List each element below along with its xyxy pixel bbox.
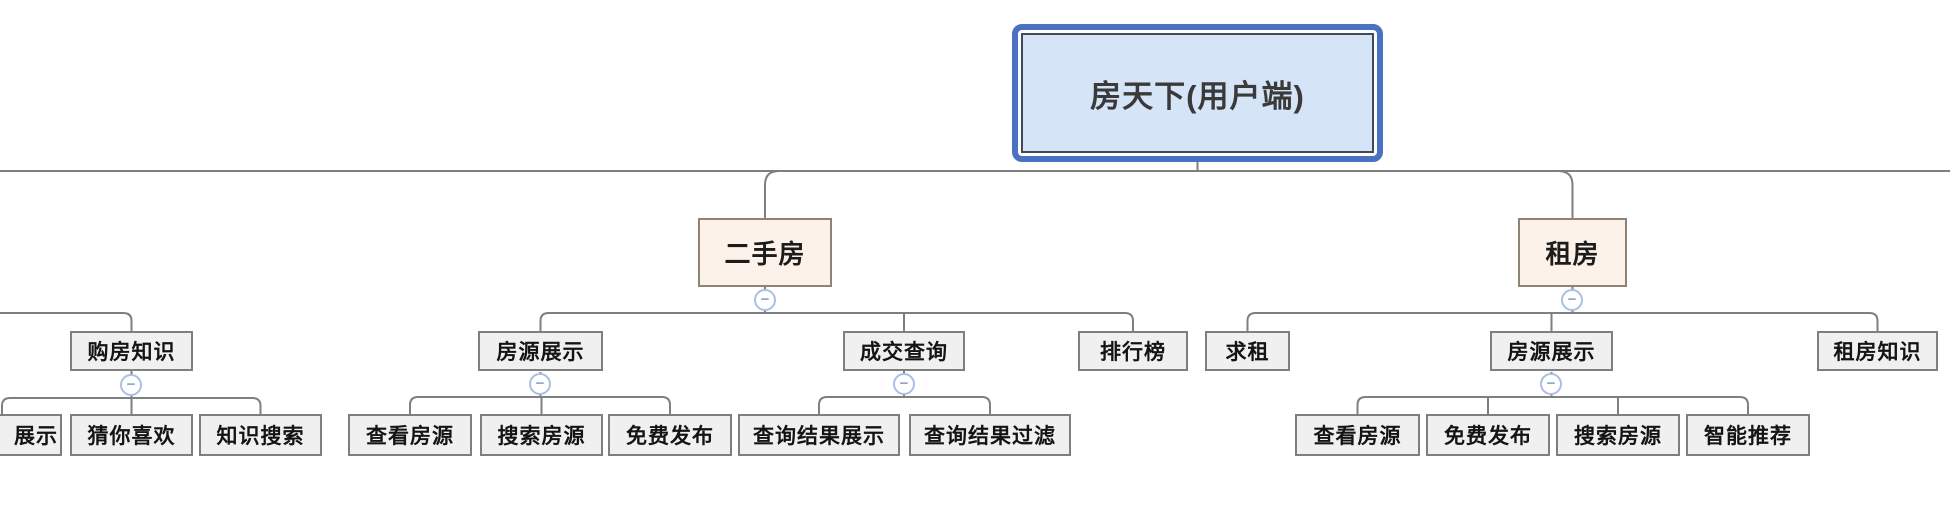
node-display-cut[interactable]: 展示 xyxy=(0,414,62,456)
node-sh-listing-display[interactable]: 房源展示 xyxy=(478,331,603,371)
node-root[interactable]: 房天下(用户端) xyxy=(1012,24,1383,162)
node-rent-view-listing[interactable]: 查看房源 xyxy=(1295,414,1420,456)
node-second-hand[interactable]: 二手房 xyxy=(698,218,832,287)
node-guess-you-like[interactable]: 猜你喜欢 xyxy=(70,414,193,456)
minus-icon: − xyxy=(760,290,770,308)
minus-icon: − xyxy=(899,374,909,392)
connector-buy-knowledge-bracket xyxy=(1,397,262,414)
node-rent-knowledge[interactable]: 租房知识 xyxy=(1817,331,1938,371)
node-sh-free-publish[interactable]: 免费发布 xyxy=(608,414,732,456)
node-deal-query[interactable]: 成交查询 xyxy=(843,331,965,371)
connector-second-hand-rail xyxy=(539,312,1134,331)
node-rent-search-listing[interactable]: 搜索房源 xyxy=(1556,414,1680,456)
connector-rent-listing-bracket xyxy=(1356,396,1749,414)
node-seek-rent[interactable]: 求租 xyxy=(1205,331,1290,371)
node-rent-free-publish[interactable]: 免费发布 xyxy=(1426,414,1550,456)
connector-second-hand-elbow xyxy=(764,170,780,218)
minus-icon: − xyxy=(126,375,136,393)
connector-rent-rail xyxy=(1246,312,1879,331)
node-knowledge-search[interactable]: 知识搜索 xyxy=(199,414,322,456)
node-rent-listing-display[interactable]: 房源展示 xyxy=(1490,331,1613,371)
minus-icon: − xyxy=(1567,290,1577,308)
collapse-button-rent-listing[interactable]: − xyxy=(1540,373,1562,395)
node-sh-view-listing[interactable]: 查看房源 xyxy=(348,414,472,456)
root-label: 房天下(用户端) xyxy=(1021,33,1374,153)
connector-sh-listing-bracket xyxy=(409,396,671,414)
collapse-button-second-hand[interactable]: − xyxy=(754,289,776,311)
node-ranking[interactable]: 排行榜 xyxy=(1078,331,1188,371)
connector-rent-elbow xyxy=(1557,170,1574,218)
collapse-button-deal-query[interactable]: − xyxy=(893,373,915,395)
minus-icon: − xyxy=(1546,374,1556,392)
collapse-button-rent[interactable]: − xyxy=(1561,289,1583,311)
collapse-button-buy-knowledge[interactable]: − xyxy=(120,374,142,396)
collapse-button-sh-listing[interactable]: − xyxy=(529,373,551,395)
node-deal-result-display[interactable]: 查询结果展示 xyxy=(738,414,900,456)
node-buy-knowledge[interactable]: 购房知识 xyxy=(70,331,193,371)
connector-left-branch-line xyxy=(0,312,133,331)
node-sh-search-listing[interactable]: 搜索房源 xyxy=(480,414,603,456)
connector-deal-query-bracket xyxy=(818,396,991,414)
node-smart-recommend[interactable]: 智能推荐 xyxy=(1686,414,1810,456)
minus-icon: − xyxy=(535,374,545,392)
node-deal-result-filter[interactable]: 查询结果过滤 xyxy=(909,414,1071,456)
node-rent[interactable]: 租房 xyxy=(1518,218,1627,287)
